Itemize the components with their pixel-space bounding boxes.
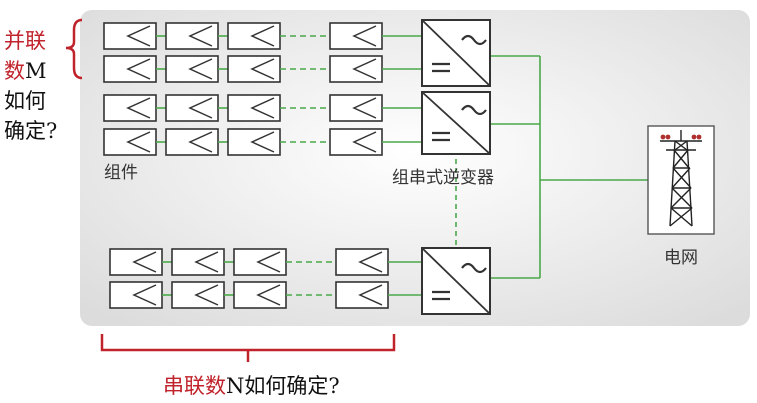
inverter-label: 组串式逆变器 [392,168,494,188]
pv-module-icon [165,22,219,50]
modules-label: 组件 [104,163,138,183]
pv-module-icon [171,248,225,276]
pv-module-icon [103,94,157,122]
diagram-background [80,10,750,326]
wiring [382,35,648,296]
pv-module-icon [165,128,219,156]
pv-module-icon [329,94,383,122]
pv-module-icon [335,248,389,276]
series-count-bracket [100,334,396,362]
parallel-label-line4: 确定? [4,119,57,143]
pv-module-icon [227,22,281,50]
pv-module-icon [329,55,383,83]
pv-module-icon [233,248,287,276]
pv-module-icon [103,22,157,50]
pv-module-icon [329,22,383,50]
pv-module-icon [109,281,163,309]
inverter-2 [421,91,491,155]
pv-module-icon [335,281,389,309]
pv-module-icon [165,55,219,83]
pv-module-icon [109,248,163,276]
pv-module-icon [171,281,225,309]
pv-module-icon [227,128,281,156]
parallel-label-line2: 数M [4,59,47,83]
pv-module-icon [103,128,157,156]
transmission-tower-icon [647,125,715,235]
pv-module-icon [227,94,281,122]
pv-module-icon [329,128,383,156]
parallel-label-line3: 如何 [4,89,46,113]
grid-label: 电网 [664,248,698,268]
inverter-1 [421,19,491,87]
pv-module-icon [227,55,281,83]
parallel-count-bracket [65,18,83,80]
inverter-3 [421,247,491,315]
pv-module-icon [103,55,157,83]
pv-module-icon [165,94,219,122]
series-question: 串联数N如何确定? [163,374,340,398]
pv-module-icon [233,281,287,309]
parallel-label-line1: 并联 [4,29,46,53]
